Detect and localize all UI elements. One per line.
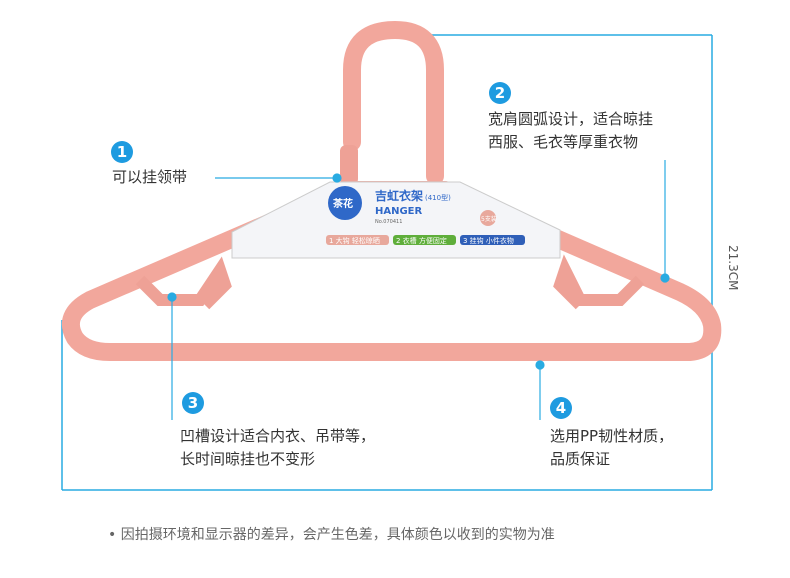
callout-1-badge: 1 <box>111 141 133 163</box>
hanger-body <box>62 181 722 361</box>
callout-line: 可以挂领带 <box>112 168 188 186</box>
tag-subtitle: HANGER <box>375 206 423 217</box>
tag-code: No.070411 <box>375 219 402 225</box>
callout-2-badge: 2 <box>489 82 511 104</box>
callout-line: 长时间晾挂也不变形 <box>180 450 316 468</box>
tag-feature-3: 3 挂钩 小件衣物 <box>463 236 514 245</box>
callout-3-badge: 3 <box>182 392 204 414</box>
dimension-frame <box>61 34 713 491</box>
hook <box>343 20 444 185</box>
callout-line: 品质保证 <box>550 450 611 468</box>
tag-feature-1: 1 大钩 轻松晾晒 <box>329 236 380 245</box>
callout-4-text: 选用PP韧性材质， 品质保证 <box>550 425 673 471</box>
tag-brand: 茶花 <box>332 197 353 210</box>
color-disclaimer: • 因拍摄环境和显示器的差异，会产生色差，具体颜色以收到的实物为准 <box>108 527 555 543</box>
callout-2-text: 宽肩圆弧设计，适合晾挂西服、毛衣等厚重衣物 <box>488 108 653 154</box>
callout-1-text: 可以挂领带 <box>112 166 187 189</box>
callout-line: 西服、毛衣等厚重衣物 <box>488 133 639 151</box>
callout-line: 选用PP韧性材质， <box>550 427 674 445</box>
callout-3-text: 凹槽设计适合内衣、吊带等， 长时间晾挂也不变形 <box>180 425 375 471</box>
tag-title: 吉虹衣架 <box>375 188 423 203</box>
tag-count: 5支装 <box>481 215 497 223</box>
callout-line: 宽肩圆弧设计，适合晾挂 <box>488 110 654 128</box>
callout-line: 凹槽设计适合内衣、吊带等， <box>180 427 376 445</box>
brand-logo <box>328 186 362 220</box>
leader-lines <box>167 160 670 420</box>
tag-model: (410型) <box>425 193 451 202</box>
callout-4-badge: 4 <box>550 397 572 419</box>
product-tag: 茶花 吉虹衣架 (410型) HANGER No.070411 5支装 1 大钩… <box>231 181 561 259</box>
height-dimension-label: 21.3CM <box>726 245 740 291</box>
tag-feature-2: 2 衣槽 方便固定 <box>396 236 447 245</box>
